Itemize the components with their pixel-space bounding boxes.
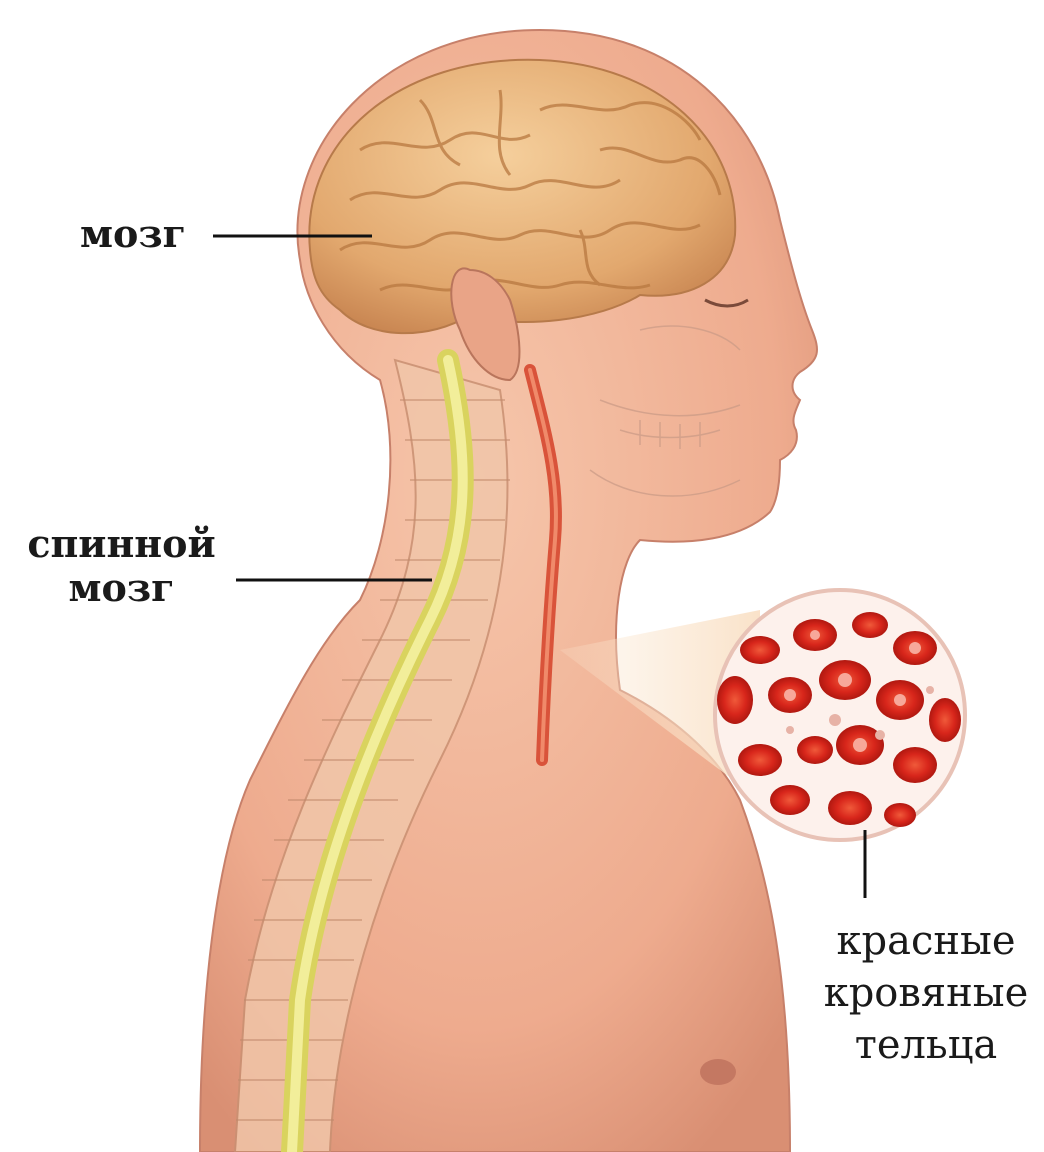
rbc-label-line1: красные	[808, 915, 1044, 967]
rbc-label-line2: кровяные	[808, 967, 1044, 1019]
nipple	[700, 1059, 736, 1085]
red-blood-cells-label: красные кровяные тельца	[808, 915, 1044, 1071]
spinal-cord-label-line2: мозг	[14, 566, 229, 610]
brain-label: мозг	[80, 212, 186, 256]
spinal-cord-label: спинной мозг	[14, 522, 229, 609]
rbc-label-line3: тельца	[808, 1019, 1044, 1071]
spinal-cord-label-line1: спинной	[14, 522, 229, 566]
blood-cell-magnifier	[715, 590, 965, 840]
